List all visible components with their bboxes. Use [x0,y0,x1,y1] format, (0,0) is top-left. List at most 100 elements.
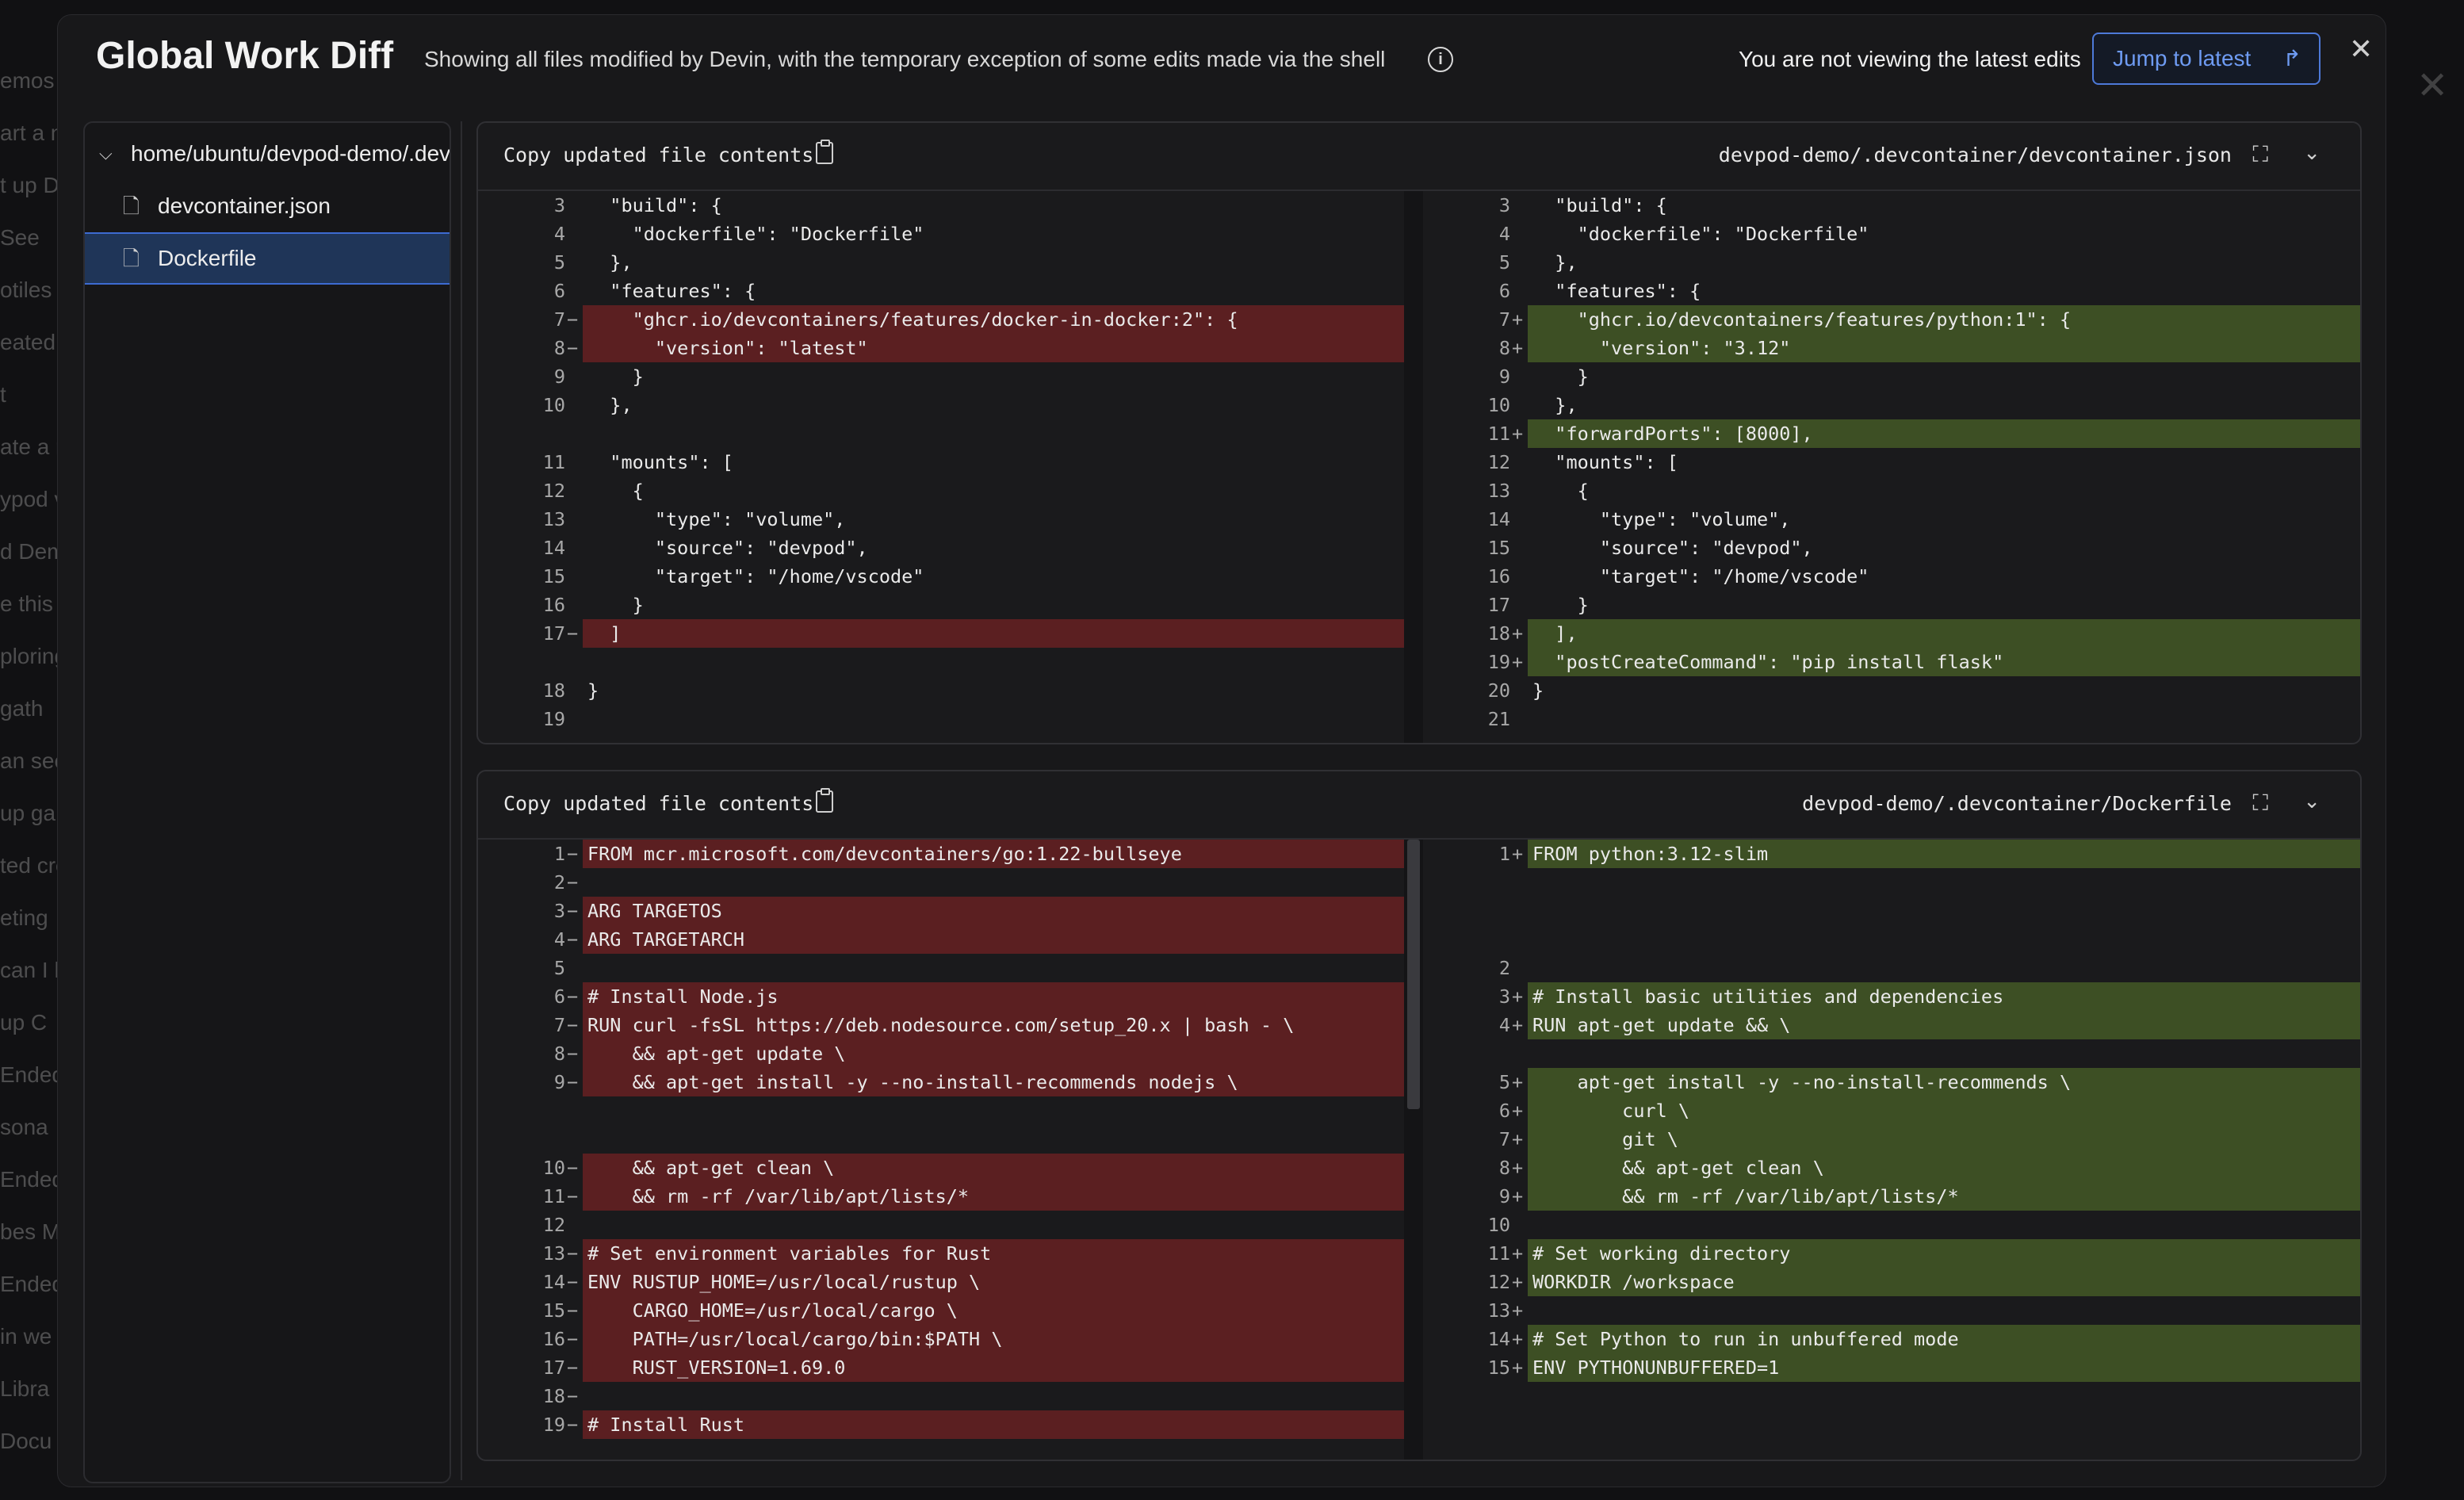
diff-line: 3+# Install basic utilities and dependen… [1423,982,2360,1011]
line-number: 2 [1498,957,1510,979]
code-text: ARG TARGETARCH [583,925,1404,954]
modal-title: Global Work Diff [96,35,394,77]
tree-file-label: devcontainer.json [158,193,331,218]
line-number: 4 [553,223,565,245]
code-text: "target": "/home/vscode" [587,565,924,587]
diff-marker: − [567,1071,579,1093]
diff-pane-modified: 1+FROM python:3.12-slim 2 3+# Install basi… [1423,840,2360,1460]
diff-marker: − [567,843,579,865]
background-fragment: Ended [0,1272,57,1296]
diff-line: 12 [478,1211,1404,1239]
diff-line [478,648,1404,676]
line-number: 8 [553,1043,565,1065]
diff-line [1423,868,2360,897]
diff-line: 8− "version": "latest" [478,334,1404,362]
diff-marker: + [1512,337,1524,359]
code-text: "mounts": [ [1532,451,1678,473]
diff-line: 3−ARG TARGETOS [478,897,1404,925]
diff-line [478,1125,1404,1154]
diff-marker: − [567,1157,579,1179]
diff-line: 15− CARGO_HOME=/usr/local/cargo \ [478,1296,1404,1325]
diff-line: 14 "type": "volume", [1423,505,2360,534]
code-text: ENV RUSTUP_HOME=/usr/local/rustup \ [583,1268,1404,1296]
line-number: 14 [1487,508,1510,530]
file-icon: 🗋 [123,247,140,270]
expand-icon[interactable]: ⛶ [2252,142,2268,166]
copy-file-contents-button[interactable]: Copy updated file contents [503,143,814,166]
copy-file-contents-button[interactable]: Copy updated file contents [503,792,814,815]
line-number: 11 [542,1185,565,1207]
line-number: 12 [1487,1271,1510,1293]
diff-line: 6 "features": { [478,277,1404,305]
diff-marker: + [1512,1100,1524,1122]
diff-line: 11+ "forwardPorts": [8000], [1423,419,2360,448]
clipboard-icon[interactable] [816,140,833,164]
expand-icon[interactable]: ⛶ [2252,790,2268,815]
line-number: 5 [553,251,565,274]
diff-line: 5 [478,954,1404,982]
diff-marker: + [1512,1242,1524,1265]
chevron-down-icon[interactable]: ⌄ [2303,789,2321,813]
code-text: "dockerfile": "Dockerfile" [1532,223,1869,245]
background-fragment: sona [0,1115,48,1139]
background-fragment: ypod v [0,487,57,511]
background-fragment: ted cre [0,853,57,878]
line-number: 3 [1498,985,1510,1008]
clipboard-icon[interactable] [816,788,833,813]
scrollbar-thumb[interactable] [1407,840,1420,1109]
background-fragment: emos [0,68,55,93]
diff-pane-original: 1−FROM mcr.microsoft.com/devcontainers/g… [478,840,1404,1460]
code-text: } [1532,594,1589,616]
background-fragment: Ended [0,1167,57,1192]
diff-line: 6 "features": { [1423,277,2360,305]
code-text: && apt-get update \ [583,1039,1404,1068]
code-text: "version": "3.12" [1528,334,2360,362]
code-text: } [1532,365,1589,388]
line-number: 11 [1487,1242,1510,1265]
line-number: 4 [1498,1014,1510,1036]
diff-line: 8+ && apt-get clean \ [1423,1154,2360,1182]
jump-to-latest-button[interactable]: Jump to latest ↱ [2092,33,2321,85]
diff-line [1423,1039,2360,1068]
line-number: 15 [1487,537,1510,559]
diff-marker: + [1512,843,1524,865]
code-text: "forwardPorts": [8000], [1528,419,2360,448]
code-text: # Set Python to run in unbuffered mode [1528,1325,2360,1353]
code-text: && rm -rf /var/lib/apt/lists/* [583,1182,1404,1211]
diff-line: 17− ] [478,619,1404,648]
code-text: "target": "/home/vscode" [1532,565,1869,587]
code-text: } [587,679,599,702]
diff-line: 7− "ghcr.io/devcontainers/features/docke… [478,305,1404,334]
diff-line: 13 "type": "volume", [478,505,1404,534]
diff-line: 1+FROM python:3.12-slim [1423,840,2360,868]
tree-folder[interactable]: ⌵ home/ubuntu/devpod-demo/.devcontainer [85,128,450,180]
line-number: 10 [1487,1214,1510,1236]
global-work-diff-modal: Global Work Diff Showing all files modif… [57,14,2386,1487]
code-text: "features": { [587,280,756,302]
background-fragment: eting [0,905,48,930]
line-number: 1 [1498,843,1510,865]
line-number: 20 [1487,679,1510,702]
diff-line [1423,925,2360,954]
diff-line: 18− [478,1382,1404,1410]
chevron-down-icon[interactable]: ⌄ [2303,140,2321,164]
info-icon[interactable]: i [1428,47,1453,72]
code-text: git \ [1528,1125,2360,1154]
scrollbar[interactable] [1404,840,1423,1460]
diff-line: 13+ [1423,1296,2360,1325]
code-text: ], [1528,619,2360,648]
code-text: curl \ [1528,1096,2360,1125]
scrollbar[interactable] [1404,191,1423,743]
background-fragment: eated a [0,330,57,354]
diff-line: 14 "source": "devpod", [478,534,1404,562]
diff-marker: − [567,1385,579,1407]
line-number: 18 [542,1385,565,1407]
tree-file-devcontainer-json[interactable]: 🗋 devcontainer.json [85,180,450,232]
diff-line: 7+ "ghcr.io/devcontainers/features/pytho… [1423,305,2360,334]
tree-file-dockerfile[interactable]: 🗋 Dockerfile [85,232,450,285]
diff-marker: + [1512,1071,1524,1093]
close-icon[interactable]: ✕ [2349,33,2374,65]
tree-divider [461,121,462,1480]
diff-marker: − [567,1185,579,1207]
